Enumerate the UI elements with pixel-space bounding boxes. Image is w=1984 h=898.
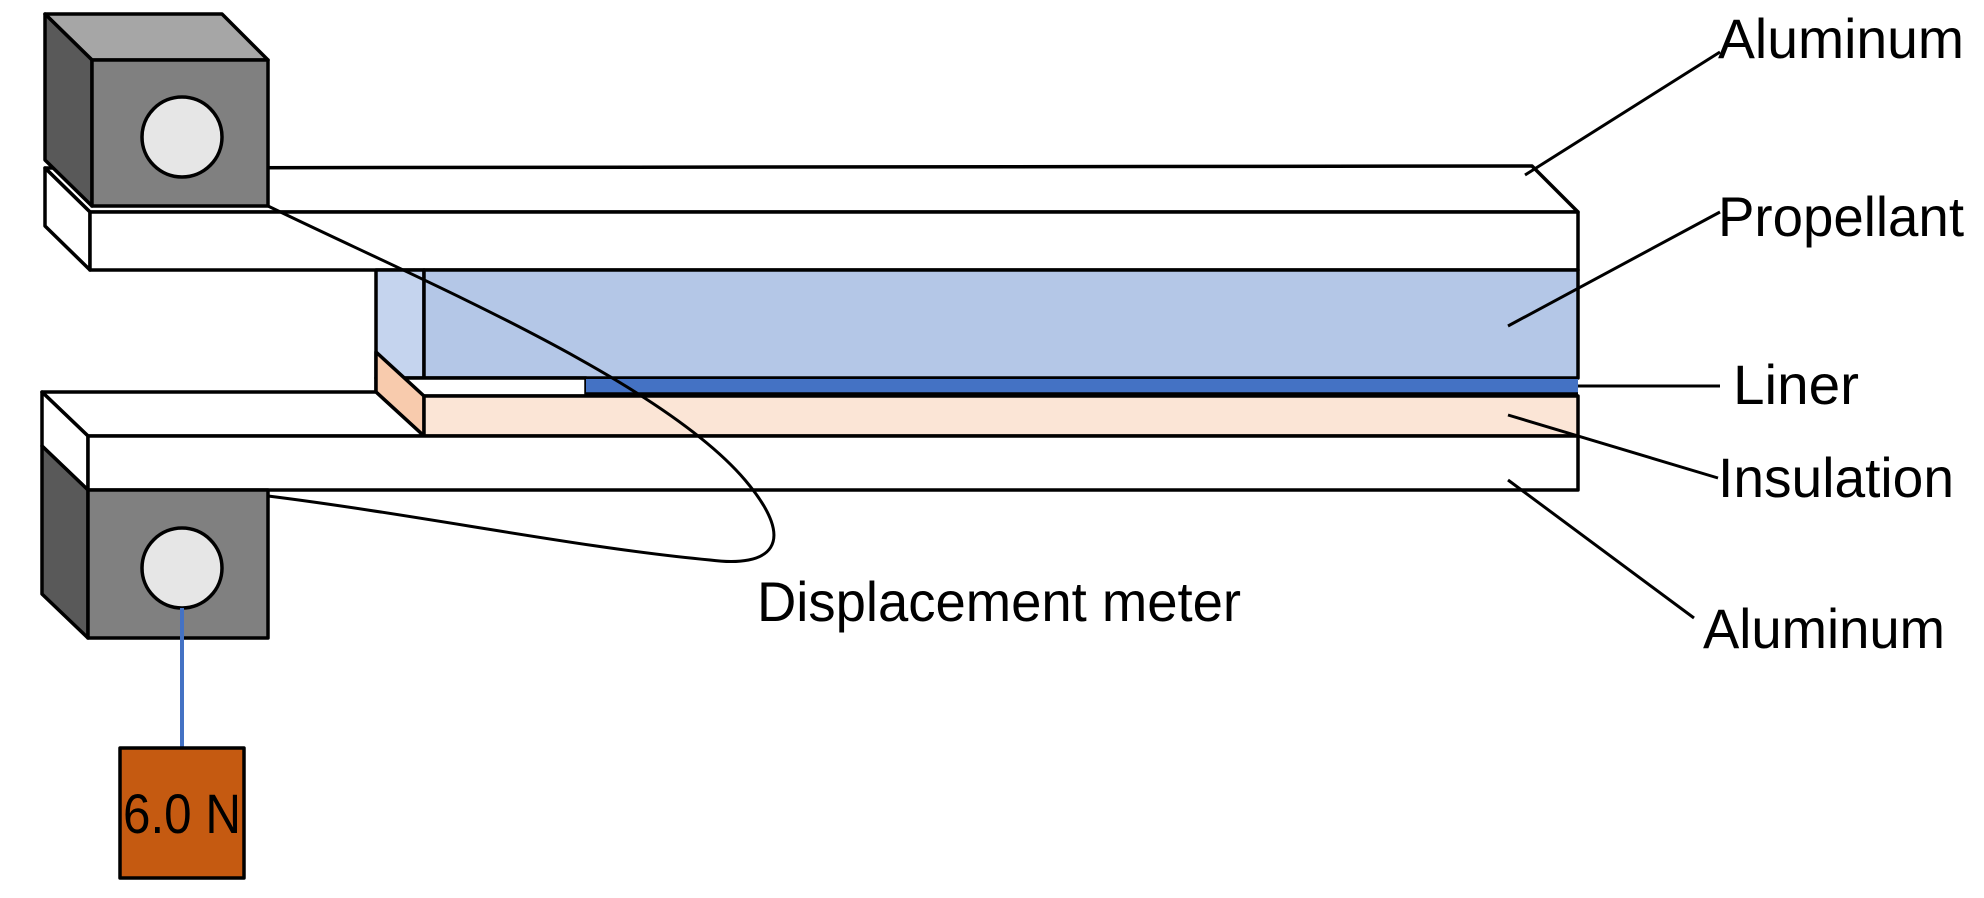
propellant-front-face (422, 268, 1580, 380)
top-aluminum-front-face (88, 210, 1580, 272)
weight-label: 6.0 N (123, 782, 241, 845)
displacement-meter-wire (267, 204, 776, 563)
weight-block (118, 746, 246, 880)
hanging-weight: 6.0 N (118, 608, 246, 880)
liner-strip (586, 379, 1578, 394)
insulation-layer (374, 350, 1580, 438)
pin-circle-icon (140, 526, 224, 610)
insulation-front-face (422, 394, 1580, 438)
clamp-block-icon (40, 444, 270, 640)
leader-aluminum-bottom (1507, 478, 1695, 620)
label-displacement-meter: Displacement meter (757, 570, 1241, 633)
top-aluminum-top-face (43, 164, 1580, 214)
label-insulation: Insulation (1718, 446, 1954, 509)
clamp-block-icon (43, 12, 270, 208)
pin-circle-icon (140, 95, 224, 179)
label-aluminum-top: Aluminum (1718, 7, 1964, 70)
bottom-aluminum-top-face (40, 390, 426, 438)
bottom-aluminum-bar (40, 390, 1580, 492)
label-aluminum-bottom: Aluminum (1703, 597, 1945, 660)
leader-propellant (1507, 210, 1721, 328)
bottom-aluminum-front-face (86, 434, 1580, 492)
label-liner: Liner (1733, 353, 1859, 416)
leader-aluminum-top (1524, 50, 1721, 177)
leader-insulation (1507, 413, 1719, 480)
liner-layer (374, 376, 1578, 398)
propellant-block (374, 268, 1580, 380)
label-propellant: Propellant (1718, 185, 1964, 248)
top-aluminum-bar (43, 164, 1580, 272)
